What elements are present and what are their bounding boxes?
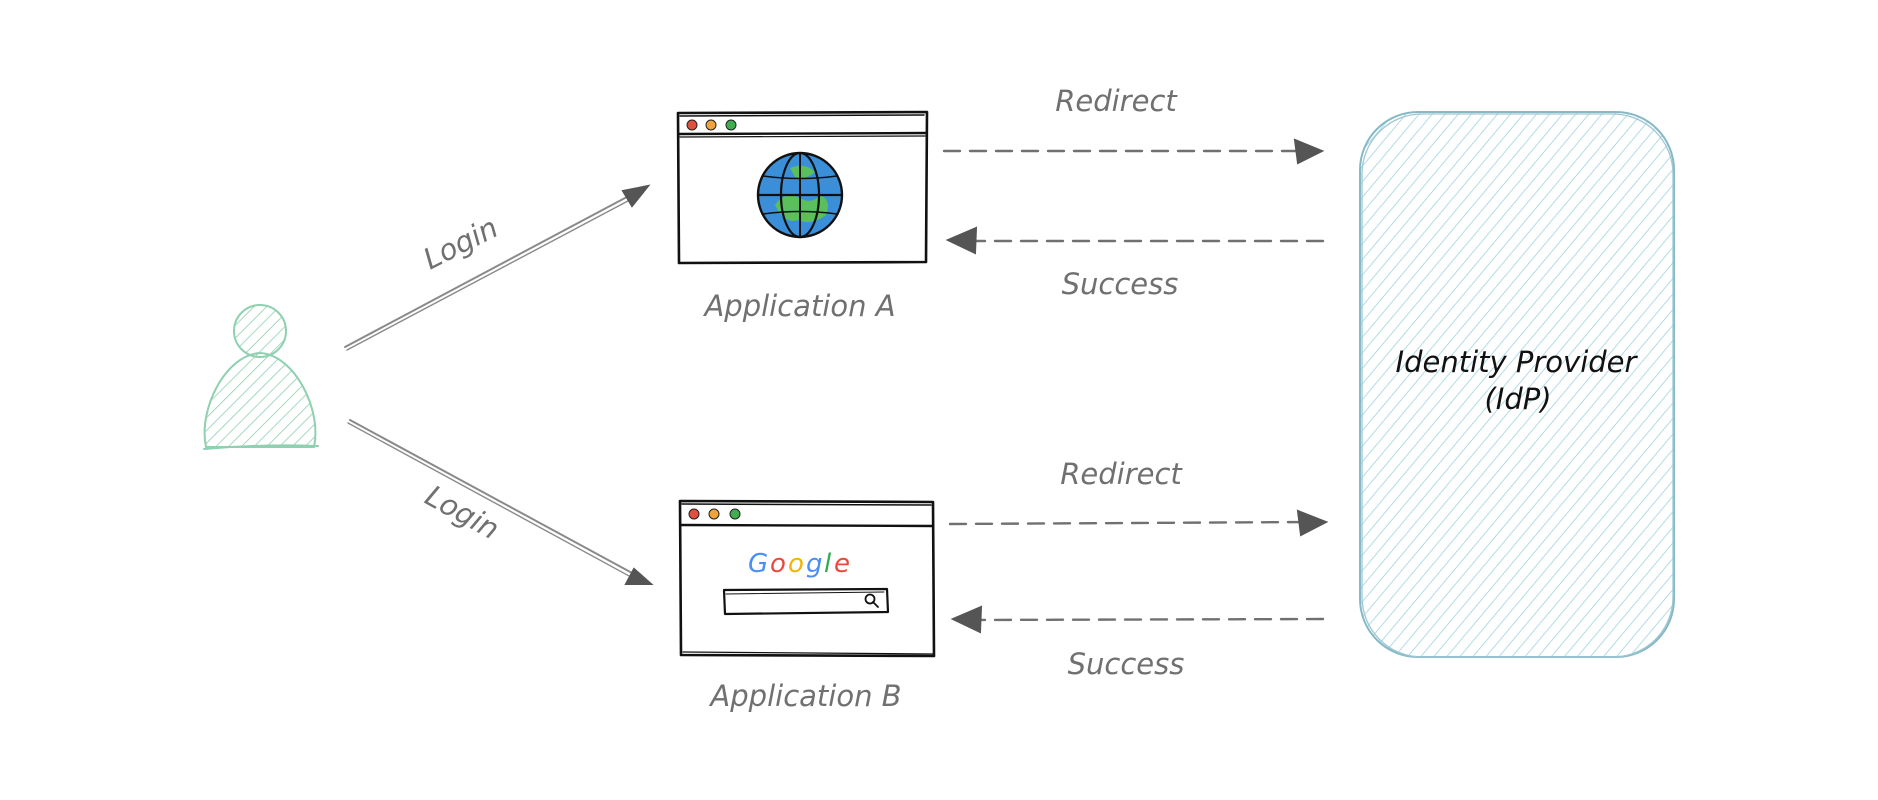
window-controls [686, 119, 737, 131]
login-arrow-b [347, 419, 654, 585]
user-icon [203, 304, 319, 450]
svg-text:l: l [824, 549, 832, 579]
svg-text:e: e [834, 549, 850, 579]
svg-text:o: o [770, 549, 786, 579]
globe-icon [756, 151, 844, 239]
redirect-arrow-b [948, 509, 1329, 537]
idp-label-line2: (IdP) [1484, 382, 1551, 416]
redirect-label-b: Redirect [1060, 457, 1183, 491]
identity-provider-box [1359, 111, 1675, 658]
svg-text:G: G [748, 549, 768, 579]
svg-text:o: o [788, 549, 804, 579]
success-arrow-a [945, 226, 1325, 255]
success-label-b: Success [1068, 647, 1185, 681]
success-label-a: Success [1062, 267, 1179, 301]
application-a-label: Application A [702, 289, 895, 323]
application-b-label: Application B [708, 679, 901, 713]
redirect-arrow-a [942, 138, 1325, 165]
login-label-b: Login [420, 478, 505, 546]
redirect-label-a: Redirect [1055, 84, 1178, 118]
window-controls [688, 508, 741, 520]
svg-text:g: g [806, 549, 823, 579]
application-b-window: G o o g l e [678, 499, 936, 658]
idp-label-line1: Identity Provider [1396, 345, 1639, 379]
application-a-window [676, 110, 929, 265]
login-arrow-a [344, 184, 651, 351]
success-arrow-b [950, 605, 1325, 634]
login-label-a: Login [418, 210, 504, 276]
google-search-icon: G o o g l e [722, 549, 890, 616]
